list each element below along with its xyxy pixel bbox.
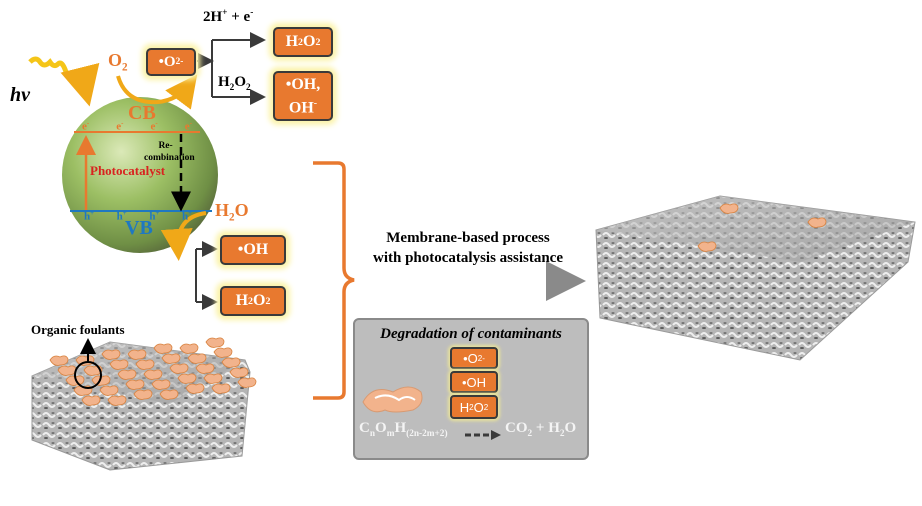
vb-label: VB [125,217,153,239]
electron: e- [82,120,90,133]
foulant-particle [719,203,739,214]
oxidation-branch [195,248,210,303]
h2o-label: H2O [215,200,249,224]
foulant-particle [127,349,147,360]
foulant-particle [49,355,69,366]
photocatalyst-sphere [62,97,218,253]
foulant-particle [117,369,137,380]
electron: e- [116,120,124,133]
lower-condition-label: H2O2 [218,74,251,93]
contaminant-formula: CnOmH(2n-2m+2) [359,420,448,439]
foulant-particle [125,379,145,390]
oh-radical-box: •OH [220,235,286,265]
upper-condition-label: 2H+ + e- [203,8,254,25]
foulant-particle [135,359,155,370]
foulant-particle [143,369,163,380]
foulant-particle [83,365,103,376]
foulant-particle [81,395,101,406]
foulant-particle [133,389,153,400]
degradation-title: Degradation of contaminants [380,326,562,342]
foulant-particle [101,349,121,360]
orange-bracket [313,161,355,400]
h2o-curved-arrow [160,211,207,261]
cb-label: CB [128,102,156,124]
foulant-particle [203,373,223,384]
hydroxyl-line1: •OH, [285,75,321,93]
foulant-molecule-icon [362,386,423,413]
foulant-particle [75,355,95,366]
hole: h+ [116,210,127,223]
foulant-particle [57,365,77,376]
organic-foulants-label: Organic foulants [31,322,125,337]
hole: h+ [149,210,160,223]
o2-label: O2 [108,50,128,74]
foulant-particle [211,383,231,394]
recombination-label: Re- combination [144,140,195,164]
foulant-particle [221,357,241,368]
recombination-label-line1: Re- [158,141,173,151]
foulant-particle [213,347,233,358]
degradation-dashed-arrow [465,430,501,440]
foulant-particle [195,363,215,374]
foulant-particle [151,379,171,390]
light-wave-icon [28,56,100,107]
recombination-label-line2: combination [144,153,195,163]
foulant-particle [91,375,111,386]
foulant-particle [697,241,717,252]
foulant-particle [169,363,189,374]
foulant-particle [179,343,199,354]
foulant-particle [159,389,179,400]
foulant-particle [187,353,207,364]
fouled-membrane [31,337,257,471]
foulant-particle [807,217,827,228]
light-label: hv [10,84,30,106]
foulant-particle [161,353,181,364]
treated-membrane [595,195,916,361]
hole: h+ [181,210,192,223]
foulant-particle [153,343,173,354]
holes: h+ h+ h+ h+ [84,210,192,223]
process-label-line1: Membrane-based process [386,230,550,246]
foulant-particle [99,385,119,396]
degradation-products: CO2 + H2O [505,420,577,439]
foulant-particle [185,383,205,394]
foulant-particle [109,359,129,370]
electron: e- [150,120,158,133]
hydroxyl-product-box: •OH, OH- [273,71,333,121]
degradation-oh-box: •OH [450,371,498,393]
foulant-particle [107,395,127,406]
o2-curved-arrow [116,74,198,110]
photocatalyst-label: Photocatalyst [90,163,166,178]
foulant-particle [177,373,197,384]
foulant-particle [229,367,249,378]
foulant-particle [237,377,257,388]
process-label: Membrane-based process with photocatalys… [348,228,588,268]
foulant-particle [205,337,225,348]
process-label-line2: with photocatalysis assistance [372,250,563,266]
hydroxide-line2: OH- [288,97,318,117]
foulant-particle [65,375,85,386]
electron: e- [184,120,192,133]
electrons: e- e- e- e- [82,120,192,133]
hole: h+ [84,210,95,223]
